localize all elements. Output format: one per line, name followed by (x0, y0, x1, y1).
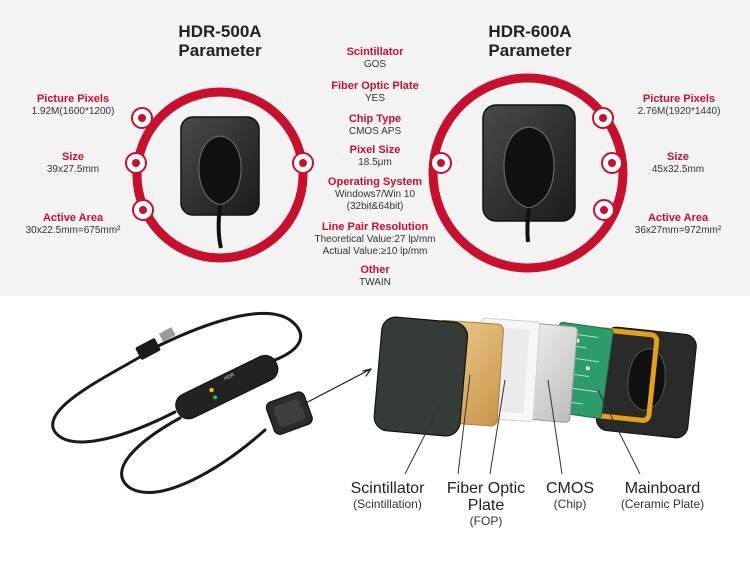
spec-other: Other TWAIN (300, 264, 450, 289)
spec-value: Actual Value:≥10 lp/mm (322, 246, 428, 257)
spec-fiber-optic-plate: Fiber Optic Plate YES (300, 80, 450, 105)
left-model-subtitle: Parameter (178, 41, 262, 60)
right-model-name: HDR-600A (488, 22, 572, 41)
spec-label: Active Area (647, 212, 709, 224)
layer-title: Fiber Optic (446, 480, 526, 497)
right-sensor-image (482, 104, 576, 243)
layer-title: CMOS (546, 480, 594, 497)
spec-label: Picture Pixels (36, 93, 110, 105)
spec-value: (32bit&64bit) (346, 201, 404, 212)
right-picture-pixels: Picture Pixels 2.76M(1920*1440) (620, 93, 738, 118)
right-size: Size 45x32.5mm (628, 151, 728, 176)
right-active-area: Active Area 36x27mm=972mm² (618, 212, 738, 237)
spec-value: 1.92M(1600*1200) (31, 106, 115, 117)
leader-lines (404, 374, 641, 475)
layer-title: Scintillator (350, 480, 425, 497)
spec-label: Other (360, 264, 390, 276)
spec-line-pair-resolution: Line Pair Resolution Theoretical Value:2… (290, 221, 460, 258)
layer-subtitle: (Chip) (553, 497, 587, 511)
left-ring-markers (125, 107, 314, 221)
right-ring-markers (430, 107, 623, 221)
spec-label: Size (61, 151, 84, 163)
layer-caption-mainboard: Mainboard (Ceramic Plate) (605, 480, 720, 511)
spec-value: YES (364, 93, 385, 104)
spec-chip-type: Chip Type CMOS APS (300, 113, 450, 138)
spec-label: Size (666, 151, 689, 163)
left-model-title: HDR-500A Parameter (160, 22, 280, 60)
layer-subtitle: (Scintillation) (353, 497, 422, 511)
spec-value: 45x32.5mm (651, 164, 705, 175)
layer-caption-scintillator: Scintillator (Scintillation) (330, 480, 445, 511)
layer-subtitle: (Ceramic Plate) (620, 497, 705, 511)
exploded-layers (373, 316, 697, 439)
spec-label: Picture Pixels (642, 93, 716, 105)
usb-cable-device (51, 311, 372, 494)
left-size: Size 39x27.5mm (18, 151, 128, 176)
layer-subtitle: (FOP) (469, 514, 503, 528)
left-sensor-image (180, 116, 260, 249)
spec-label: Fiber Optic Plate (331, 80, 419, 92)
spec-value: Windows7/Win 10 (334, 189, 416, 200)
spec-label: Scintillator (346, 46, 404, 58)
spec-value: Theoretical Value:27 lp/mm (314, 234, 436, 245)
spec-value: 39x27.5mm (46, 164, 100, 175)
spec-label: Operating System (327, 176, 423, 188)
spec-value: GOS (363, 59, 387, 70)
right-model-subtitle: Parameter (488, 41, 572, 60)
spec-pixel-size: Pixel Size 18.5μm (300, 144, 450, 169)
spec-value: 36x27mm=972mm² (634, 225, 722, 236)
spec-scintillator: Scintillator GOS (300, 46, 450, 71)
spec-label: Pixel Size (349, 144, 401, 156)
spec-label: Line Pair Resolution (321, 221, 429, 233)
layer-caption-fop: Fiber Optic Plate (FOP) (436, 480, 536, 528)
layer-caption-cmos: CMOS (Chip) (535, 480, 605, 511)
spec-label: Active Area (42, 212, 104, 224)
spec-operating-system: Operating System Windows7/Win 10 (32bit&… (300, 176, 450, 213)
spec-value: 18.5μm (358, 157, 392, 168)
spec-value: TWAIN (359, 277, 391, 288)
layer-title: Mainboard (624, 480, 701, 497)
spec-value: 2.76M(1920*1440) (637, 106, 721, 117)
spec-value: 30x22.5mm=675mm² (25, 225, 121, 236)
right-model-title: HDR-600A Parameter (470, 22, 590, 60)
left-picture-pixels: Picture Pixels 1.92M(1600*1200) (18, 93, 128, 118)
spec-label: Chip Type (348, 113, 402, 125)
spec-value: CMOS APS (348, 126, 402, 137)
left-model-name: HDR-500A (178, 22, 262, 41)
layer-title-line2: Plate (467, 497, 505, 514)
left-active-area: Active Area 30x22.5mm=675mm² (10, 212, 136, 237)
parameter-panel (0, 0, 750, 296)
